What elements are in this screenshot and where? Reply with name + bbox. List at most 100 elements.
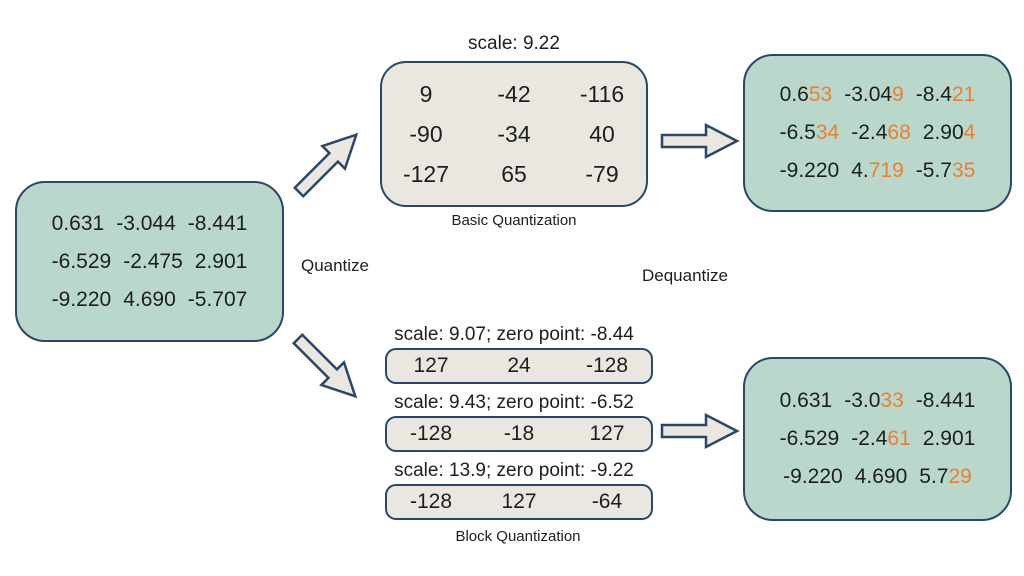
matrix-cell: -79 [558, 154, 646, 194]
quant-error-digits: 35 [951, 159, 976, 182]
matrix-row: 0.631-3.044 -8.441 [17, 205, 282, 243]
matrix-cell: -2.475 [117, 243, 189, 281]
quantize-arrow-top-icon [284, 119, 372, 207]
value-digits: 127 [413, 354, 449, 377]
matrix-cell: 40 [558, 114, 646, 154]
matrix-cell: -5.735 [910, 152, 982, 190]
value-digits: 5.7 [919, 465, 949, 488]
value-digits: -2.475 [123, 249, 183, 273]
value-digits: -128 [409, 422, 453, 445]
matrix-cell: -128 [387, 483, 475, 521]
value-digits: -42 [497, 81, 531, 107]
matrix-cell: 9 [382, 74, 470, 114]
matrix-cell: -128 [563, 347, 651, 385]
matrix-row: 9 -42 -116 [382, 74, 646, 114]
quant-error-digits: 21 [951, 83, 976, 106]
matrix-cell: 4.719 [845, 152, 910, 190]
matrix-cell: -8.441 [910, 382, 982, 420]
block-scale-label-3: scale: 13.9; zero point: -9.22 [394, 460, 634, 481]
matrix-cell: -8.441 [182, 205, 254, 243]
value-digits: 4. [851, 159, 869, 182]
matrix-cell: -116 [558, 74, 646, 114]
value-digits: -8.441 [915, 389, 976, 412]
value-digits: 0.6 [779, 83, 809, 106]
quant-error-digits: 4 [963, 121, 976, 144]
value-digits: -2.4 [851, 427, 888, 450]
quant-error-digits: 68 [887, 121, 911, 144]
matrix-cell: 2.904 [917, 114, 982, 152]
matrix-cell: -127 [382, 154, 470, 194]
value-digits: 127 [589, 422, 625, 445]
dequantize-arrow-bottom-icon [660, 412, 740, 450]
value-digits: 4.690 [854, 465, 908, 488]
value-digits: -6.5 [779, 121, 816, 144]
value-digits: 9 [419, 81, 433, 107]
block-row-box-2: -128 -18 127 [385, 416, 653, 452]
matrix-cell: 2.901 [917, 420, 982, 458]
matrix-cell: -6.534 [774, 114, 846, 152]
value-digits: -3.0 [844, 389, 881, 412]
matrix-cell: 0.631 [46, 205, 111, 243]
value-digits: -18 [503, 422, 535, 445]
matrix-cell: 24 [475, 347, 563, 385]
matrix-cell: -2.461 [845, 420, 917, 458]
value-digits: 127 [501, 490, 537, 513]
quant-error-digits: 34 [815, 121, 840, 144]
value-digits: -79 [585, 161, 619, 187]
matrix-cell: 4.690 [117, 281, 182, 319]
block-row-box-3: -128 127 -64 [385, 484, 653, 520]
value-digits: -3.044 [116, 211, 176, 235]
matrix-cell: -8.421 [910, 76, 982, 114]
matrix-cell: -5.707 [182, 281, 254, 319]
value-digits: -64 [591, 490, 623, 513]
block-row-box-1: 127 24 -128 [385, 348, 653, 384]
matrix-row: 0.653-3.049-8.421 [745, 76, 1010, 114]
matrix-cell: -42 [470, 74, 558, 114]
value-digits: -9.220 [779, 159, 840, 182]
matrix-cell: 0.631 [774, 382, 839, 420]
matrix-cell: 0.653 [774, 76, 839, 114]
quant-error-digits: 61 [887, 427, 911, 450]
matrix-cell: -3.044 [110, 205, 182, 243]
value-digits: 40 [589, 121, 615, 147]
matrix-cell: -6.529 [46, 243, 118, 281]
matrix-cell: -9.220 [777, 458, 849, 496]
matrix-cell: 127 [475, 483, 563, 521]
value-digits: -128 [585, 354, 629, 377]
matrix-row: -90 -34 40 [382, 114, 646, 154]
matrix-cell: -3.033 [838, 382, 910, 420]
block-scale-label-1: scale: 9.07; zero point: -8.44 [394, 324, 634, 345]
matrix-cell: 127 [387, 347, 475, 385]
quant-error-digits: 9 [892, 83, 904, 106]
value-digits: -127 [402, 161, 450, 187]
block-quantization-caption: Block Quantization [455, 528, 581, 545]
matrix-row: -127 65 -79 [382, 154, 646, 194]
value-digits: -8.441 [187, 211, 248, 235]
value-digits: -6.529 [779, 427, 840, 450]
value-digits: -9.220 [783, 465, 843, 488]
matrix-cell: -18 [475, 415, 563, 453]
basic-scale-label: scale: 9.22 [468, 33, 560, 54]
value-digits: -128 [409, 490, 453, 513]
value-digits: 24 [507, 354, 531, 377]
matrix-cell: 65 [470, 154, 558, 194]
matrix-cell: -2.468 [845, 114, 917, 152]
dequantize-label: Dequantize [641, 266, 728, 285]
value-digits: -90 [409, 121, 443, 147]
matrix-cell: -128 [387, 415, 475, 453]
matrix-row: 127 24 -128 [387, 347, 651, 385]
block-scale-label-2: scale: 9.43; zero point: -6.52 [394, 392, 634, 413]
matrix-cell: -64 [563, 483, 651, 521]
quant-error-digits: 33 [880, 389, 904, 412]
matrix-cell: 5.729 [913, 458, 978, 496]
quant-error-digits: 53 [808, 83, 833, 106]
value-digits: -34 [497, 121, 531, 147]
quant-error-digits: 719 [868, 159, 904, 182]
matrix-cell: 127 [563, 415, 651, 453]
